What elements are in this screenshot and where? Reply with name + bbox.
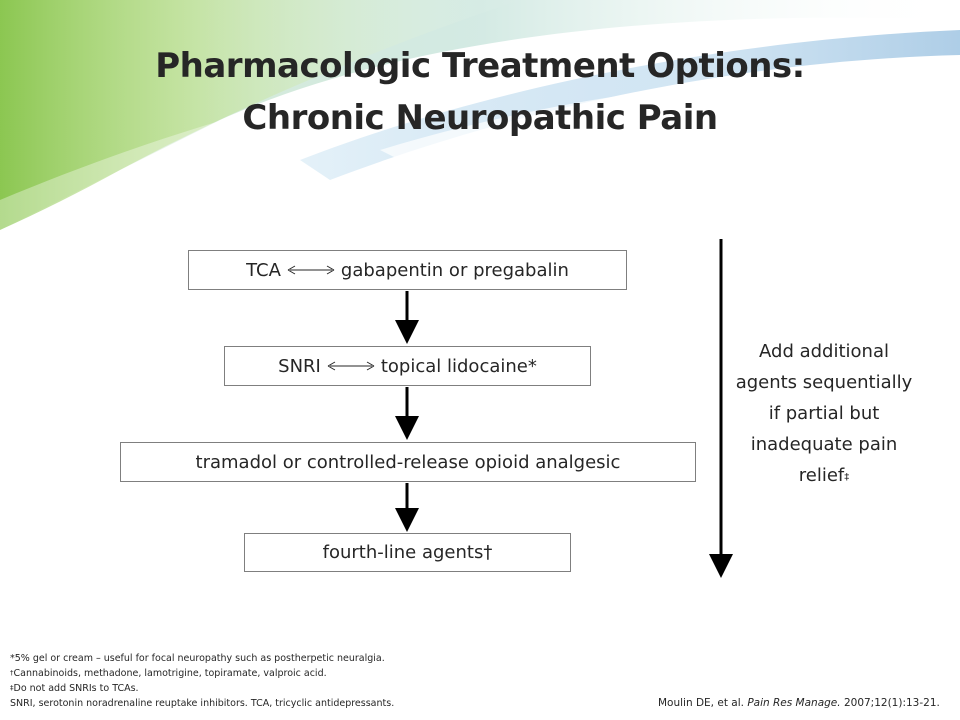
footnotes: *5% gel or cream – useful for focal neur…	[10, 651, 394, 711]
sequential-addition-note: Add additional agents sequentially if pa…	[716, 336, 932, 491]
side-note-line-2: agents sequentially	[735, 372, 913, 393]
slide-title: Pharmacologic Treatment Options: Chronic…	[0, 40, 960, 144]
flow-box-third-line: tramadol or controlled-release opioid an…	[120, 442, 696, 482]
citation: Moulin DE, et al. Pain Res Manage. 2007;…	[658, 697, 940, 709]
footnote-fourth-line: †Cannabinoids, methadone, lamotrigine, t…	[10, 666, 394, 681]
tca-label: TCA	[246, 259, 281, 281]
side-note-line-4: inadequate pain	[750, 434, 898, 455]
dagger-mark: †	[10, 669, 14, 677]
double-dagger-mark: ‡	[10, 684, 14, 692]
citation-journal: Pain Res Manage.	[747, 697, 841, 709]
title-line-1: Pharmacologic Treatment Options:	[155, 46, 805, 86]
gabapentin-pregabalin-label: gabapentin or pregabalin	[340, 259, 569, 281]
tramadol-opioid-label: tramadol or controlled-release opioid an…	[195, 451, 621, 473]
side-note-line-3: if partial but	[768, 403, 880, 424]
background-swoosh	[0, 0, 960, 250]
snri-label: SNRI	[278, 355, 321, 377]
footnote-lidocaine: *5% gel or cream – useful for focal neur…	[10, 653, 385, 664]
footnote-snri-tca: ‡Do not add SNRIs to TCAs.	[10, 681, 394, 696]
flow-box-first-line: TCA gabapentin or pregabalin	[188, 250, 627, 290]
double-dagger-mark: ‡	[844, 472, 850, 483]
citation-authors: Moulin DE, et al.	[658, 697, 744, 709]
footnote-abbreviations: SNRI, serotonin noradrenaline reuptake i…	[10, 698, 395, 709]
flow-box-second-line: SNRI topical lidocaine*	[224, 346, 591, 386]
footnote-fourth-line-text: Cannabinoids, methadone, lamotrigine, to…	[13, 668, 327, 679]
flow-box-fourth-line: fourth-line agents†	[244, 533, 571, 572]
fourth-line-agents-label: fourth-line agents†	[322, 542, 493, 563]
topical-lidocaine-label: topical lidocaine*	[380, 355, 537, 377]
side-note-line-5: relief‡	[716, 460, 932, 491]
title-line-2: Chronic Neuropathic Pain	[242, 98, 718, 138]
side-note-relief: relief	[798, 465, 845, 486]
double-headed-arrow-icon	[287, 265, 335, 275]
side-note-line-1: Add additional	[759, 341, 889, 362]
double-headed-arrow-icon	[327, 361, 375, 371]
citation-details: 2007;12(1):13-21.	[843, 697, 940, 709]
footnote-snri-tca-text: Do not add SNRIs to TCAs.	[13, 683, 139, 694]
